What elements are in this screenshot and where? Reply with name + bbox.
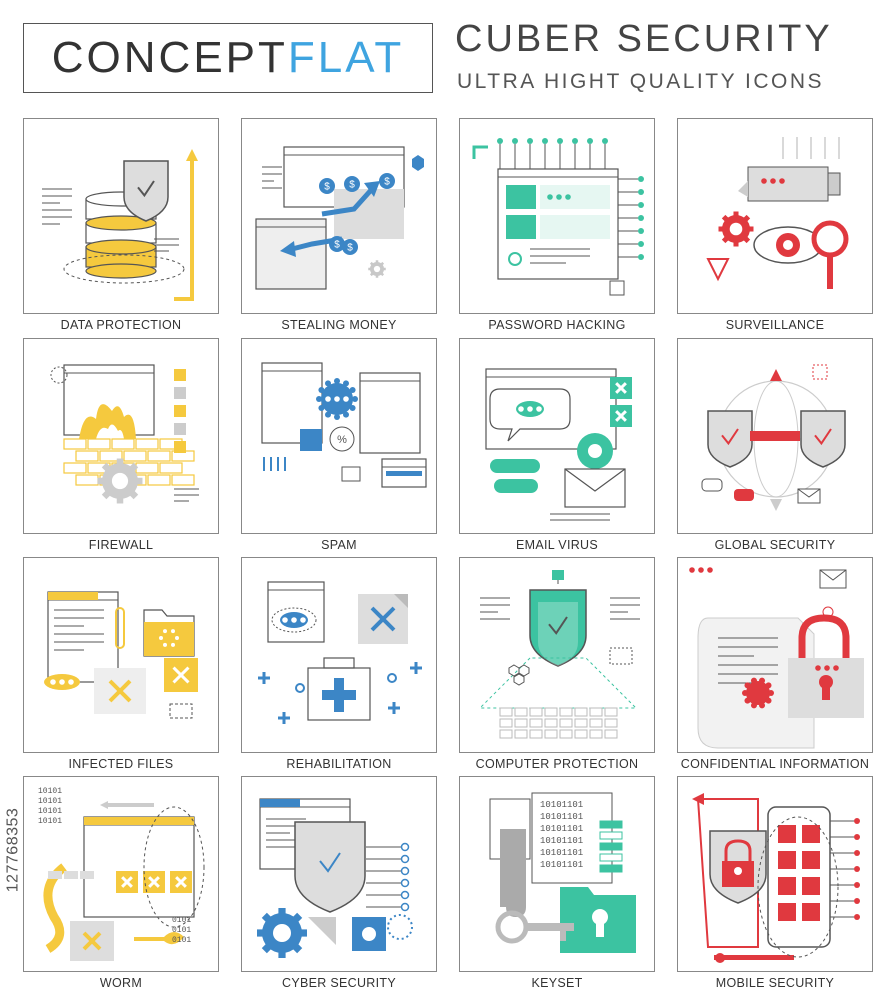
icon-caption: REHABILITATION: [286, 757, 392, 771]
icon-caption: WORM: [99, 976, 143, 990]
svg-text:10101: 10101: [38, 807, 62, 816]
icon-tile: $ $ $ $ $: [241, 118, 437, 314]
svg-text:0101: 0101: [172, 936, 191, 945]
icon-caption: FIREWALL: [88, 538, 154, 552]
svg-text:$: $: [349, 180, 355, 191]
icon-tile: [459, 557, 655, 753]
svg-text:10101: 10101: [38, 797, 62, 806]
svg-text:10101101: 10101101: [540, 848, 583, 858]
shield-keyboard-icon: [478, 570, 640, 739]
icon-caption: EMAIL VIRUS: [515, 538, 599, 552]
brand-concept-text: CONCEPT: [51, 33, 288, 82]
icon-caption: CYBER SECURITY: [282, 976, 396, 990]
svg-text:0101: 0101: [172, 926, 191, 935]
fire-wall-icon: [50, 364, 199, 504]
phone-lock-icon: [692, 793, 860, 963]
icon-caption: CONFIDENTIAL INFORMATION: [680, 757, 870, 771]
icon-caption: PASSWORD HACKING: [488, 318, 626, 332]
key-folder-icon: 10101101 10101101 10101101 10101101 10101101…: [489, 792, 636, 953]
icon-caption: STEALING MONEY: [281, 318, 397, 332]
globe-shields-icon: [701, 364, 846, 511]
svg-text:$: $: [334, 240, 340, 251]
svg-text:10101101: 10101101: [540, 824, 583, 834]
password-window-icon: [472, 138, 644, 296]
padlock-document-icon: [689, 567, 864, 749]
infected-folder-icon: [44, 591, 198, 719]
stock-id-watermark: 127768353: [2, 775, 24, 925]
icon-caption: GLOBAL SECURITY: [714, 538, 836, 552]
watermark-text: 127768353: [4, 807, 21, 893]
page-title: CUBER SECURITY: [455, 18, 833, 60]
icon-tile: [459, 118, 655, 314]
camera-eye-icon: [706, 137, 849, 289]
email-bug-icon: [485, 368, 632, 521]
svg-text:0101: 0101: [172, 916, 191, 925]
first-aid-icon: [258, 581, 422, 724]
svg-text:10101101: 10101101: [540, 800, 583, 810]
icon-tile: [23, 557, 219, 753]
icon-tile: 10101101 10101101 10101101 10101101 10101101…: [459, 776, 655, 972]
svg-text:10101101: 10101101: [540, 860, 583, 870]
svg-text:10101101: 10101101: [540, 812, 583, 822]
icon-tile: [459, 338, 655, 534]
svg-text:$: $: [324, 182, 330, 193]
svg-text:10101: 10101: [38, 787, 62, 796]
svg-text:%: %: [337, 434, 347, 446]
svg-text:$: $: [347, 243, 353, 254]
shield-gear-icon: [257, 798, 413, 958]
icon-tile: %: [241, 338, 437, 534]
money-transfer-icon: $ $ $ $ $: [255, 146, 424, 290]
icon-caption: SURVEILLANCE: [725, 318, 825, 332]
svg-text:10101101: 10101101: [540, 836, 583, 846]
icon-tile: [677, 776, 873, 972]
icon-tile: [677, 338, 873, 534]
database-shield-icon: [42, 149, 198, 301]
icon-caption: COMPUTER PROTECTION: [475, 757, 639, 771]
svg-text:$: $: [384, 177, 390, 188]
icon-tile: [677, 118, 873, 314]
icon-caption: KEYSET: [531, 976, 583, 990]
icon-tile: [241, 776, 437, 972]
icon-caption: INFECTED FILES: [68, 757, 174, 771]
icon-tile: [23, 338, 219, 534]
icon-tile: [241, 557, 437, 753]
icon-tile: [23, 118, 219, 314]
icon-caption: SPAM: [321, 538, 357, 552]
icon-tile: [677, 557, 873, 753]
page-subtitle: ULTRA HIGHT QUALITY ICONS: [457, 70, 825, 93]
icon-caption: MOBILE SECURITY: [715, 976, 835, 990]
brand-flat-text: FLAT: [287, 33, 405, 82]
svg-text:10101: 10101: [38, 817, 62, 826]
icon-caption: DATA PROTECTION: [60, 318, 182, 332]
spam-virus-icon: %: [261, 362, 427, 488]
